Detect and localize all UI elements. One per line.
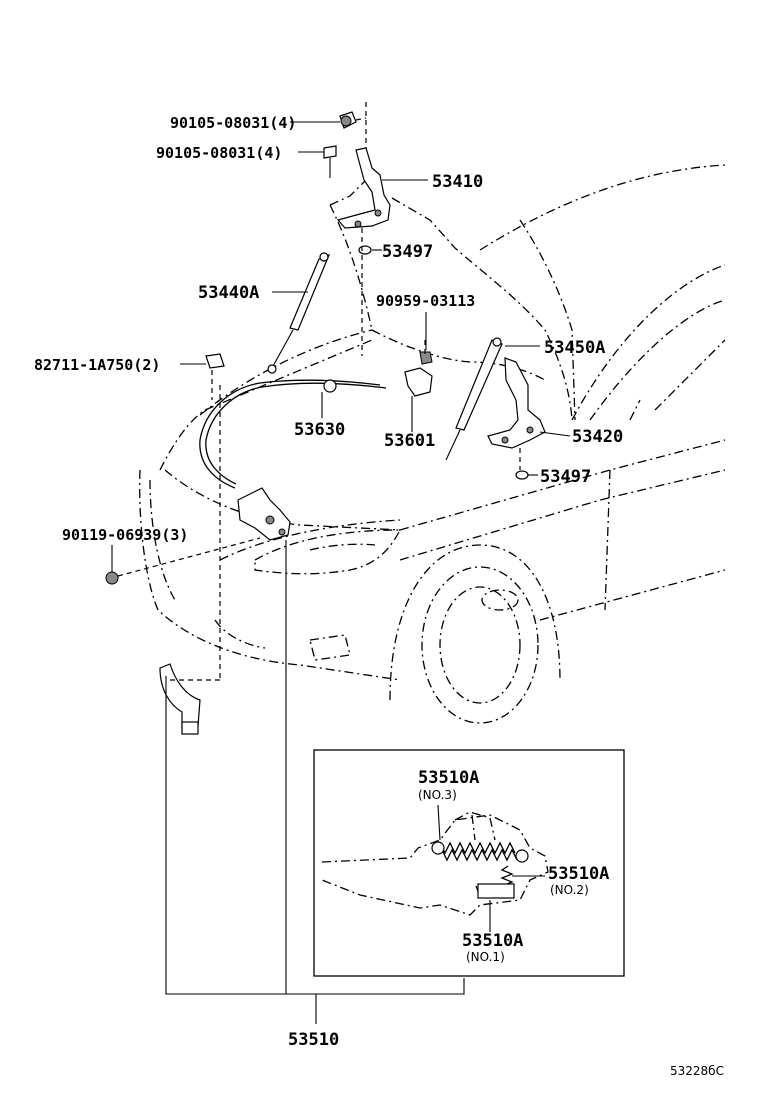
- label-clip-stay: 90959-03113: [376, 292, 475, 310]
- label-lever: 53601: [384, 431, 435, 451]
- parts: [105, 111, 546, 735]
- label-spring-no3-sub: (NO.3): [418, 788, 457, 802]
- label-spring-no2-sub: (NO.2): [550, 883, 589, 897]
- detail-inset: [313, 749, 625, 977]
- car-body-outline: [139, 164, 726, 724]
- label-support-lh: 53440A: [198, 283, 259, 303]
- label-spring-no1: 53510A: [462, 931, 523, 951]
- label-bolt-b: 90105-08031(4): [156, 144, 282, 162]
- label-hinge-rh: 53420: [572, 427, 623, 447]
- cable-shape: [199, 379, 381, 489]
- label-cable: 53630: [294, 420, 345, 440]
- label-hinge-lh: 53410: [432, 172, 483, 192]
- bolt-b-shape: [323, 145, 337, 159]
- hinge-rh-shape: [487, 357, 546, 449]
- label-cushion-rh: 53497: [540, 467, 591, 487]
- diagram-reference: 53228бC: [670, 1064, 724, 1078]
- support-rh-shape: [455, 339, 503, 431]
- hinge-lh-shape: [336, 147, 391, 229]
- label-support-rh: 53450A: [544, 338, 605, 358]
- alignment-lines: [170, 102, 521, 681]
- hood-lock-shape: [237, 487, 291, 541]
- label-screw: 90119-06939(3): [62, 526, 188, 544]
- label-clip-lower: 82711-1A750(2): [34, 356, 160, 374]
- lever-shape: [404, 367, 433, 397]
- clip-lower-shape: [205, 353, 225, 369]
- label-bolt-a: 90105-08031(4): [170, 114, 296, 132]
- spring-no3-shape: [439, 841, 516, 855]
- labels: 90105-08031(4) 90105-08031(4) 53410 5349…: [34, 114, 724, 1078]
- label-spring-no1-sub: (NO.1): [466, 950, 505, 964]
- leader-lines: [111, 121, 571, 1024]
- cushion-rh-shape: [515, 470, 529, 480]
- cushion-lh-shape: [358, 245, 372, 255]
- label-spring-no3: 53510A: [418, 768, 479, 788]
- label-lock-assy: 53510: [288, 1030, 339, 1050]
- screw-shape: [105, 571, 119, 585]
- label-cushion-lh: 53497: [382, 242, 433, 262]
- label-spring-no2: 53510A: [548, 864, 609, 884]
